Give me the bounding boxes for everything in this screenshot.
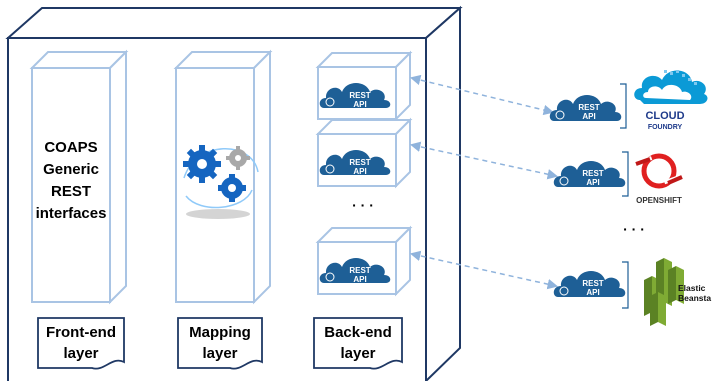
rest-api-badge-line-2: API [586, 288, 599, 297]
rest-api-badge-line-2: API [582, 112, 595, 121]
provider-api-cloud-1: REST API [549, 83, 627, 129]
elastic-beanstalk-logo: Elastic Beansta [644, 258, 711, 326]
providers-ellipsis: · · · [623, 221, 645, 237]
front-end-label-line-2: layer [63, 345, 98, 362]
provider-api-cloud-2: REST API [553, 151, 629, 197]
rest-api-badge-line-1: REST [578, 103, 599, 112]
back-end-label-line-2: layer [340, 345, 375, 362]
rest-api-badge-line-2: API [353, 275, 366, 284]
rest-api-badge-line-1: REST [349, 158, 370, 167]
rest-api-badge-line-2: API [353, 167, 366, 176]
back-end-layer-label: Back-end layer [313, 317, 403, 370]
front-end-column: COAPS Generic REST interfaces [29, 49, 129, 305]
back-end-ellipsis: · · · [352, 197, 374, 213]
rest-api-badge-line-1: REST [582, 169, 603, 178]
mapping-label-line-1: Mapping [189, 324, 251, 341]
cloud-foundry-text-1: CLOUD [645, 110, 684, 122]
cloud-foundry-text-2: FOUNDRY [648, 124, 683, 131]
rest-api-badge-line-1: REST [349, 266, 370, 275]
rest-api-badge-line-2: API [353, 100, 366, 109]
front-end-text-line-1: COAPS [44, 139, 97, 156]
rest-api-badge-line-2: API [586, 178, 599, 187]
openshift-text: OPENSHIFT [636, 196, 682, 205]
connector-cloud-foundry [409, 74, 555, 116]
front-end-label-line-1: Front-end [46, 324, 116, 341]
rest-api-badge-line-1: REST [582, 279, 603, 288]
provider-api-cloud-3: REST API [553, 261, 629, 309]
connector-openshift [409, 141, 559, 180]
mapping-gears-icon [183, 145, 259, 219]
front-end-text-line-4: interfaces [36, 205, 107, 222]
cloud-foundry-logo: CLOUD FOUNDRY [634, 70, 708, 131]
rest-api-badge-line-1: REST [349, 91, 370, 100]
openshift-logo: OPENSHIFT [635, 153, 683, 205]
back-end-label-line-1: Back-end [324, 324, 392, 341]
connector-beanstalk [409, 250, 559, 290]
back-end-box-3: REST API [315, 225, 413, 297]
back-end-box-1: REST API [315, 50, 413, 122]
mapping-layer-label: Mapping layer [177, 317, 263, 370]
beanstalk-text-1: Elastic [678, 283, 706, 293]
mapping-label-line-2: layer [202, 345, 237, 362]
front-end-text-line-2: Generic [43, 161, 99, 178]
connectors [409, 74, 559, 290]
front-end-text-line-3: REST [51, 183, 91, 200]
front-end-layer-label: Front-end layer [37, 317, 125, 370]
beanstalk-text-2: Beansta [678, 293, 711, 303]
back-end-box-2: REST API [315, 117, 413, 189]
